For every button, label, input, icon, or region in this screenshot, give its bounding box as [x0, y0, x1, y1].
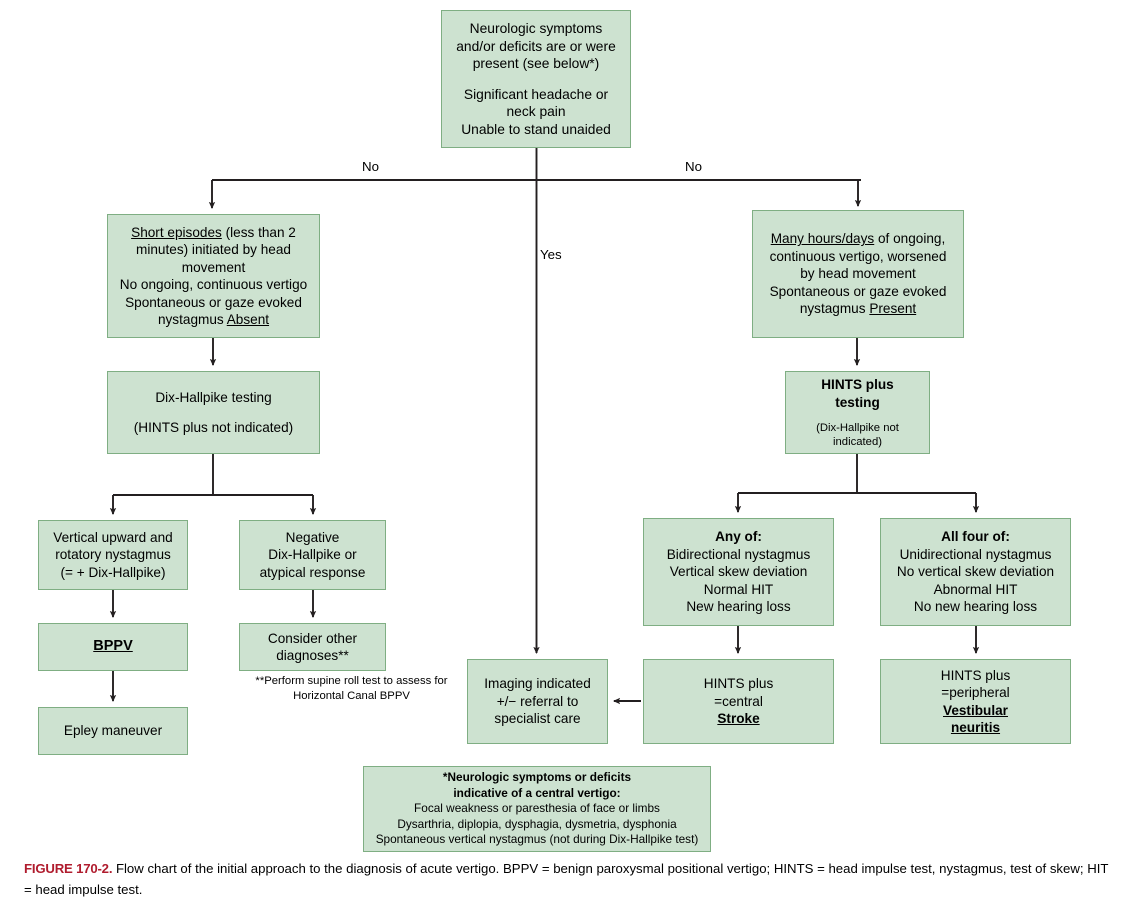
node-line: atypical response — [259, 564, 366, 580]
node-line: Stroke — [717, 711, 760, 727]
underlined-term: Short episodes — [131, 224, 222, 240]
node-dix-hallpike-testing[interactable]: Dix-Hallpike testing (HINTS plus not ind… — [107, 371, 320, 454]
node-line: (Dix-Hallpike not — [816, 422, 899, 434]
underlined-term: Present — [869, 301, 917, 317]
note-line: **Perform supine roll test to — [255, 675, 393, 687]
node-line: present (see below*) — [472, 56, 600, 71]
node-line: Short episodes (less than 2 — [114, 224, 313, 242]
node-line: *Neurologic symptoms or deficits — [442, 770, 632, 785]
node-line: Consider other — [267, 630, 358, 646]
underlined-term: Absent — [226, 312, 270, 327]
node-line: and/or deficits are or were — [456, 38, 616, 54]
node-line: Imaging indicated — [484, 676, 591, 692]
figure-number: FIGURE 170-2. — [24, 861, 113, 876]
node-negative-dix-hallpike[interactable]: Negative Dix-Hallpike or atypical respon… — [239, 520, 386, 590]
node-many-hours-days[interactable]: Many hours/days of ongoing, continuous v… — [752, 210, 964, 338]
node-line: =central — [714, 693, 763, 709]
node-line-rest: of ongoing, — [874, 231, 946, 247]
node-line: rotatory nystagmus — [55, 547, 171, 563]
note-line: assess for Horizontal Canal BPPV — [293, 675, 448, 702]
node-line: Abnormal HIT — [933, 581, 1018, 597]
node-line: HINTS plus — [703, 676, 774, 692]
node-footnote-central-vertigo-signs: *Neurologic symptoms or deficits indicat… — [363, 766, 711, 852]
node-any-of-central-signs[interactable]: Any of: Bidirectional nystagmus Vertical… — [643, 518, 834, 626]
node-line: Vertical upward and — [53, 529, 173, 545]
node-line: indicated) — [833, 436, 882, 448]
node-hints-plus-central-stroke[interactable]: HINTS plus =central Stroke — [643, 659, 834, 744]
note-supine-roll-test: **Perform supine roll test to assess for… — [249, 674, 454, 703]
underlined-term: Many hours/days — [770, 231, 875, 247]
node-line: neuritis — [950, 720, 1001, 735]
figure-caption: FIGURE 170-2. Flow chart of the initial … — [24, 858, 1109, 900]
node-line: No new hearing loss — [913, 599, 1038, 615]
node-line: +/− referral to — [496, 693, 579, 709]
node-imaging-indicated[interactable]: Imaging indicated +/− referral to specia… — [467, 659, 608, 744]
node-line: minutes) initiated by head — [136, 242, 291, 257]
figure-caption-text: Flow chart of the initial approach to th… — [24, 861, 1109, 897]
node-consider-other-diagnoses[interactable]: Consider other diagnoses** — [239, 623, 386, 671]
node-line: =peripheral — [941, 685, 1010, 700]
node-line: Vestibular — [943, 702, 1008, 718]
node-line: Unable to stand unaided — [461, 121, 611, 137]
edge-label-no-left: No — [362, 159, 379, 174]
node-line: Dix-Hallpike or — [268, 547, 357, 563]
node-line: Focal weakness or paresthesia of face or… — [414, 801, 660, 816]
node-line: nystagmus Present — [759, 300, 957, 318]
node-line: No vertical skew deviation — [896, 564, 1055, 580]
node-neurologic-symptoms[interactable]: Neurologic symptoms and/or deficits are … — [441, 10, 631, 148]
node-line: Significant headache or — [463, 86, 609, 102]
node-line: specialist care — [494, 711, 581, 727]
node-line: Spontaneous vertical nystagmus (not duri… — [375, 832, 699, 847]
node-line: by head movement — [800, 266, 916, 282]
node-line: Any of: — [715, 529, 762, 545]
node-bppv[interactable]: BPPV — [38, 623, 188, 671]
node-line: BPPV — [93, 638, 133, 655]
node-line: neck pain — [506, 104, 566, 119]
edge-label-no-right: No — [685, 159, 702, 174]
node-line: diagnoses** — [276, 648, 349, 663]
node-line: Spontaneous or gaze evoked — [125, 294, 302, 310]
node-line-rest: (less than 2 — [221, 224, 296, 240]
node-hints-plus-peripheral-vestibular-neuritis[interactable]: HINTS plus =peripheral Vestibular neurit… — [880, 659, 1071, 744]
node-line: HINTS plus — [821, 377, 894, 392]
node-line: indicative of a central vertigo: — [453, 785, 621, 800]
node-line: testing — [835, 394, 880, 410]
node-line: Normal HIT — [703, 581, 774, 597]
node-line: Spontaneous or gaze evoked — [769, 283, 947, 299]
node-line: movement — [181, 259, 246, 275]
node-hints-plus-testing[interactable]: HINTS plus testing (Dix-Hallpike not ind… — [785, 371, 930, 454]
node-vertical-rotatory-nystagmus[interactable]: Vertical upward and rotatory nystagmus (… — [38, 520, 188, 590]
node-line: Negative — [285, 529, 340, 545]
edge-label-yes: Yes — [540, 247, 562, 262]
node-line: Bidirectional nystagmus — [666, 546, 811, 562]
node-line: Neurologic symptoms — [469, 21, 603, 36]
node-line: HINTS plus — [940, 667, 1011, 683]
node-line: Epley maneuver — [63, 723, 163, 739]
node-line-rest: nystagmus — [799, 301, 870, 317]
node-short-episodes[interactable]: Short episodes (less than 2 minutes) ini… — [107, 214, 320, 338]
node-line: Unidirectional nystagmus — [899, 546, 1052, 562]
node-line: nystagmus Absent — [114, 311, 313, 329]
node-line: All four of: — [941, 529, 1010, 545]
node-line: Dix-Hallpike testing — [155, 389, 272, 405]
node-line: New hearing loss — [686, 599, 791, 615]
node-line: Vertical skew deviation — [669, 564, 808, 580]
node-line: Many hours/days of ongoing, — [759, 230, 957, 248]
node-line: continuous vertigo, worsened — [769, 248, 947, 264]
node-line: Dysarthria, diplopia, dysphagia, dysmetr… — [397, 816, 677, 831]
node-line: No ongoing, continuous vertigo — [119, 277, 308, 292]
node-line: (= + Dix-Hallpike) — [60, 564, 166, 580]
node-line-rest: nystagmus — [157, 312, 227, 327]
node-epley-maneuver[interactable]: Epley maneuver — [38, 707, 188, 755]
node-line: (HINTS plus not indicated) — [133, 420, 294, 435]
node-all-four-peripheral-signs[interactable]: All four of: Unidirectional nystagmus No… — [880, 518, 1071, 626]
